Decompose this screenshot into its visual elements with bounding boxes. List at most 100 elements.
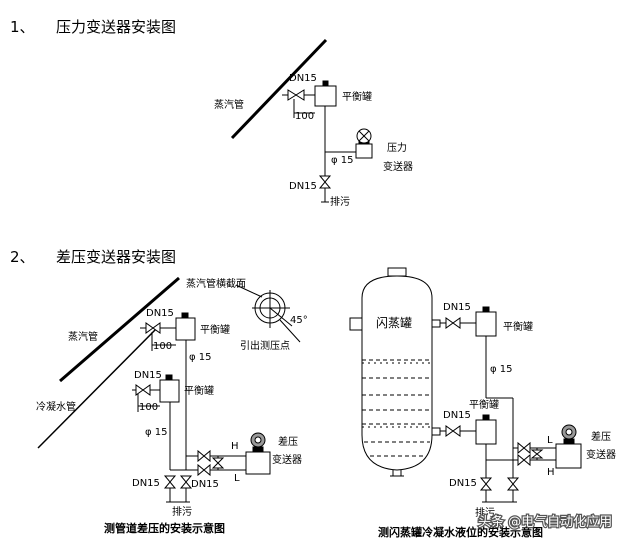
valve-icon	[517, 453, 531, 467]
balance-tank	[175, 317, 196, 341]
pressure-transmitter	[355, 143, 373, 159]
valve-icon	[197, 463, 211, 477]
valve-icon	[445, 317, 461, 329]
low-label: L	[547, 435, 553, 446]
pipe-size-label: φ 15	[490, 364, 513, 375]
dim-label: 100	[153, 341, 172, 352]
gauge-center	[565, 428, 573, 436]
drain-label: 排污	[475, 506, 495, 519]
leader-line	[279, 319, 301, 343]
tank-cap	[482, 306, 490, 313]
balance-tank	[475, 311, 497, 337]
section-title: 差压变送器安装图	[56, 248, 177, 266]
tank-cap	[181, 312, 189, 319]
pressure-diagram-labels: DN15 蒸汽管 100 平衡罐 φ 15 DN15 排污 压力 变送器	[214, 73, 413, 208]
drain-valve-icon	[163, 475, 177, 489]
dn-label: DN15	[289, 181, 317, 192]
tank-cap	[482, 414, 490, 421]
tank-side-nozzle	[349, 317, 363, 331]
dp-transmitter	[245, 451, 271, 475]
balance-tank	[475, 419, 497, 445]
pipe-dp-labels: DN15 蒸汽管 100 平衡罐 φ 15 DN15 冷凝水管 100 平衡罐 …	[36, 277, 308, 535]
low-label: L	[234, 473, 240, 484]
transmitter-label: 差压	[278, 435, 298, 448]
steam-pipe-line	[59, 276, 180, 383]
transmitter-neck	[563, 438, 575, 445]
gauge-needle	[358, 130, 370, 142]
flash-tank-diagram	[349, 267, 582, 503]
watermark-text: 头条 @电气自动化应用	[478, 514, 612, 530]
balance-tank-label: 平衡罐	[503, 320, 533, 333]
vessel-label: 闪蒸罐	[376, 316, 412, 330]
balance-tank-label: 平衡罐	[469, 398, 499, 411]
valve-icon	[197, 449, 211, 463]
valve-icon	[445, 425, 461, 437]
steam-pipe-label: 蒸汽管	[68, 330, 98, 343]
dim-label: 100	[139, 402, 158, 413]
pipe-size-label: φ 15	[189, 352, 212, 363]
valve-icon	[135, 384, 151, 396]
valve-icon	[145, 322, 161, 334]
high-label: H	[547, 467, 555, 478]
section-number: 2、	[10, 248, 35, 266]
section-heading-1: 1、 压力变送器安装图	[10, 16, 176, 37]
tap-point-label: 引出测压点	[240, 339, 290, 352]
condensate-pipe-line	[37, 324, 161, 449]
balance-tank-label: 平衡罐	[184, 384, 214, 397]
dn-label: DN15	[146, 308, 174, 319]
transmitter-label: 压力	[387, 141, 407, 154]
equalizer-valve-icon	[211, 457, 225, 469]
drain-valve-icon	[179, 475, 193, 489]
high-label: H	[231, 441, 239, 452]
pipe-size-label: φ 15	[145, 427, 168, 438]
tank-top-nozzle	[387, 267, 407, 277]
liquid-level-lines	[362, 359, 432, 457]
balance-tank	[314, 85, 337, 107]
steam-pipe-label: 蒸汽管	[214, 98, 244, 111]
gauge-center	[254, 436, 262, 444]
transmitter-label: 变送器	[383, 160, 413, 173]
balance-tank-label: 平衡罐	[342, 90, 372, 103]
dn-label: DN15	[443, 410, 471, 421]
flash-tank-body	[361, 275, 433, 471]
tank-cap	[322, 80, 329, 87]
transmitter-label: 差压	[591, 430, 611, 443]
section-title: 压力变送器安装图	[56, 18, 177, 36]
dp-transmitter	[555, 443, 582, 469]
section-number: 1、	[10, 18, 35, 36]
drain-valve-icon	[506, 477, 520, 491]
tap-nozzle	[431, 427, 441, 436]
angle-label: 45°	[290, 315, 308, 326]
pipe-size-label: φ 15	[331, 155, 354, 166]
valve-icon	[287, 89, 305, 101]
diagram-caption: 测闪蒸罐冷凝水液位的安装示意图	[378, 525, 543, 539]
tank-cap	[165, 374, 173, 381]
leader-line	[235, 284, 263, 298]
dn-label: DN15	[191, 479, 219, 490]
transmitter-neck	[252, 446, 264, 453]
drain-valve-icon	[318, 175, 332, 189]
dn-label: DN15	[443, 302, 471, 313]
balance-tank	[159, 379, 180, 403]
valve-icon	[517, 441, 531, 455]
dim-label: 100	[295, 111, 314, 122]
condensate-pipe-label: 冷凝水管	[36, 400, 76, 413]
pressure-transmitter-diagram	[230, 38, 373, 203]
section-heading-2: 2、 差压变送器安装图	[10, 246, 176, 267]
diagram-caption: 测管道差压的安装示意图	[104, 521, 225, 535]
flash-tank-labels: 闪蒸罐 DN15 平衡罐 φ 15 平衡罐 DN15 H L 差压 变送器 DN…	[376, 302, 616, 539]
dn-label: DN15	[134, 370, 162, 381]
drain-label: 排污	[172, 505, 192, 518]
watermark: 头条 @电气自动化应用	[477, 513, 614, 532]
transmitter-label: 变送器	[586, 448, 616, 461]
pipe-dp-diagram	[37, 276, 301, 503]
equalizer-valve-icon	[530, 449, 544, 459]
drain-valve-icon	[479, 477, 493, 491]
section-label: 蒸汽管横截面	[186, 277, 246, 290]
dn-label: DN15	[289, 73, 317, 84]
steam-pipe-line	[230, 38, 328, 140]
transmitter-label: 变送器	[272, 453, 302, 466]
tap-nozzle	[431, 319, 441, 328]
drain-label: 排污	[330, 195, 350, 208]
